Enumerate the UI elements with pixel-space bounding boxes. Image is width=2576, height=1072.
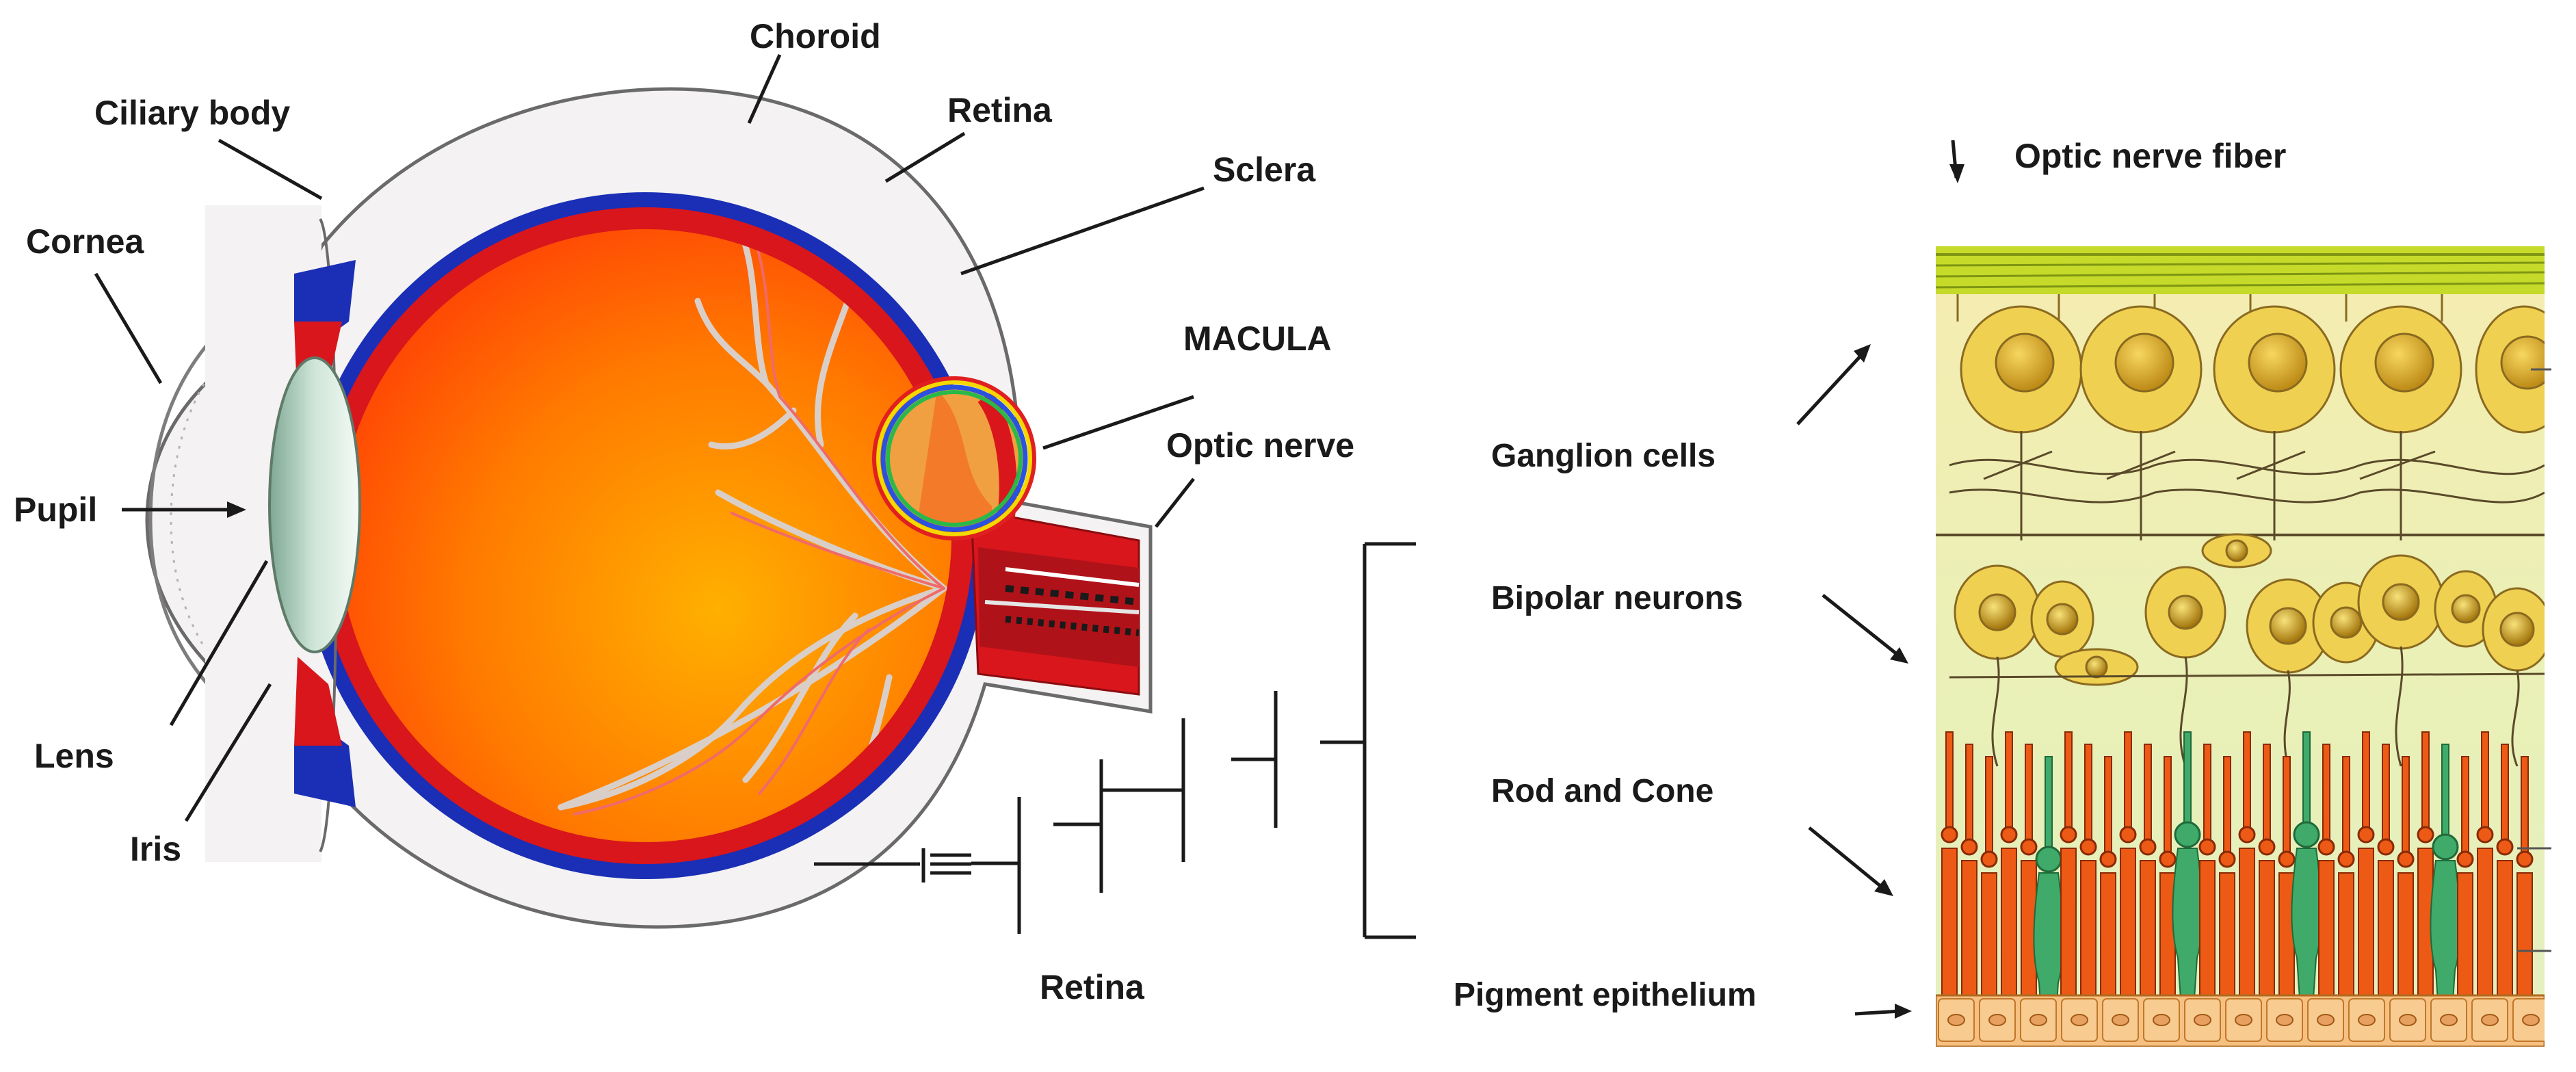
- rod-cell: [2417, 731, 2434, 1013]
- label-lens: Lens: [34, 737, 114, 775]
- rod-cell: [2476, 731, 2494, 1013]
- cone-cell: [2033, 756, 2064, 1024]
- retina-arrows: [1796, 140, 1958, 1016]
- label-cornea: Cornea: [26, 222, 144, 261]
- rod-cell: [2238, 731, 2256, 1013]
- label-optic-nerve-fiber: Optic nerve fiber: [2014, 137, 2286, 175]
- label-optic-nerve: Optic nerve: [1166, 426, 1354, 465]
- label-iris: Iris: [130, 830, 181, 868]
- rod-cell: [2377, 744, 2395, 1025]
- label-retina: Retina: [947, 91, 1053, 129]
- retina-labels: Optic nerve fiber Ganglion cells Bipolar…: [1454, 137, 2286, 1013]
- label-choroid: Choroid: [750, 17, 881, 55]
- rod-cell: [2357, 731, 2375, 1013]
- label-retina-bottom: Retina: [1040, 968, 1145, 1006]
- pigment-epithelium-layer: [1936, 994, 2545, 1047]
- vitreous-body: [339, 229, 951, 842]
- outer-plexiform-layer: [1949, 646, 2545, 767]
- lens: [268, 356, 361, 653]
- rod-cell: [1960, 744, 1978, 1025]
- rod-cell: [2000, 731, 2018, 1013]
- iris-lower: [294, 657, 342, 746]
- cone-cell: [2291, 731, 2322, 999]
- label-ciliary-body: Ciliary body: [94, 94, 290, 132]
- macula-highlight: [872, 376, 1036, 540]
- label-rod-and-cone: Rod and Cone: [1491, 773, 1713, 809]
- eye-leader-lines: [94, 53, 1416, 939]
- label-pupil: Pupil: [14, 491, 97, 529]
- label-ganglion-cells: Ganglion cells: [1491, 438, 1716, 474]
- cone-cell: [2172, 731, 2203, 999]
- label-sclera: Sclera: [1213, 151, 1316, 189]
- label-macula: MACULA: [1183, 319, 1332, 358]
- optic-nerve-fiber-layer: [1936, 246, 2545, 294]
- eyeball: [145, 87, 1153, 929]
- label-bipolar-neurons: Bipolar neurons: [1491, 580, 1743, 616]
- rod-cell: [2317, 744, 2335, 1025]
- rod-cell: [2119, 731, 2137, 1013]
- eye-labels: Choroid Ciliary body Retina Sclera Corne…: [14, 17, 1354, 1006]
- label-pigment-epithelium: Pigment epithelium: [1454, 977, 1757, 1013]
- rod-cell: [2060, 731, 2077, 1013]
- retina-layers: [1936, 246, 2545, 1047]
